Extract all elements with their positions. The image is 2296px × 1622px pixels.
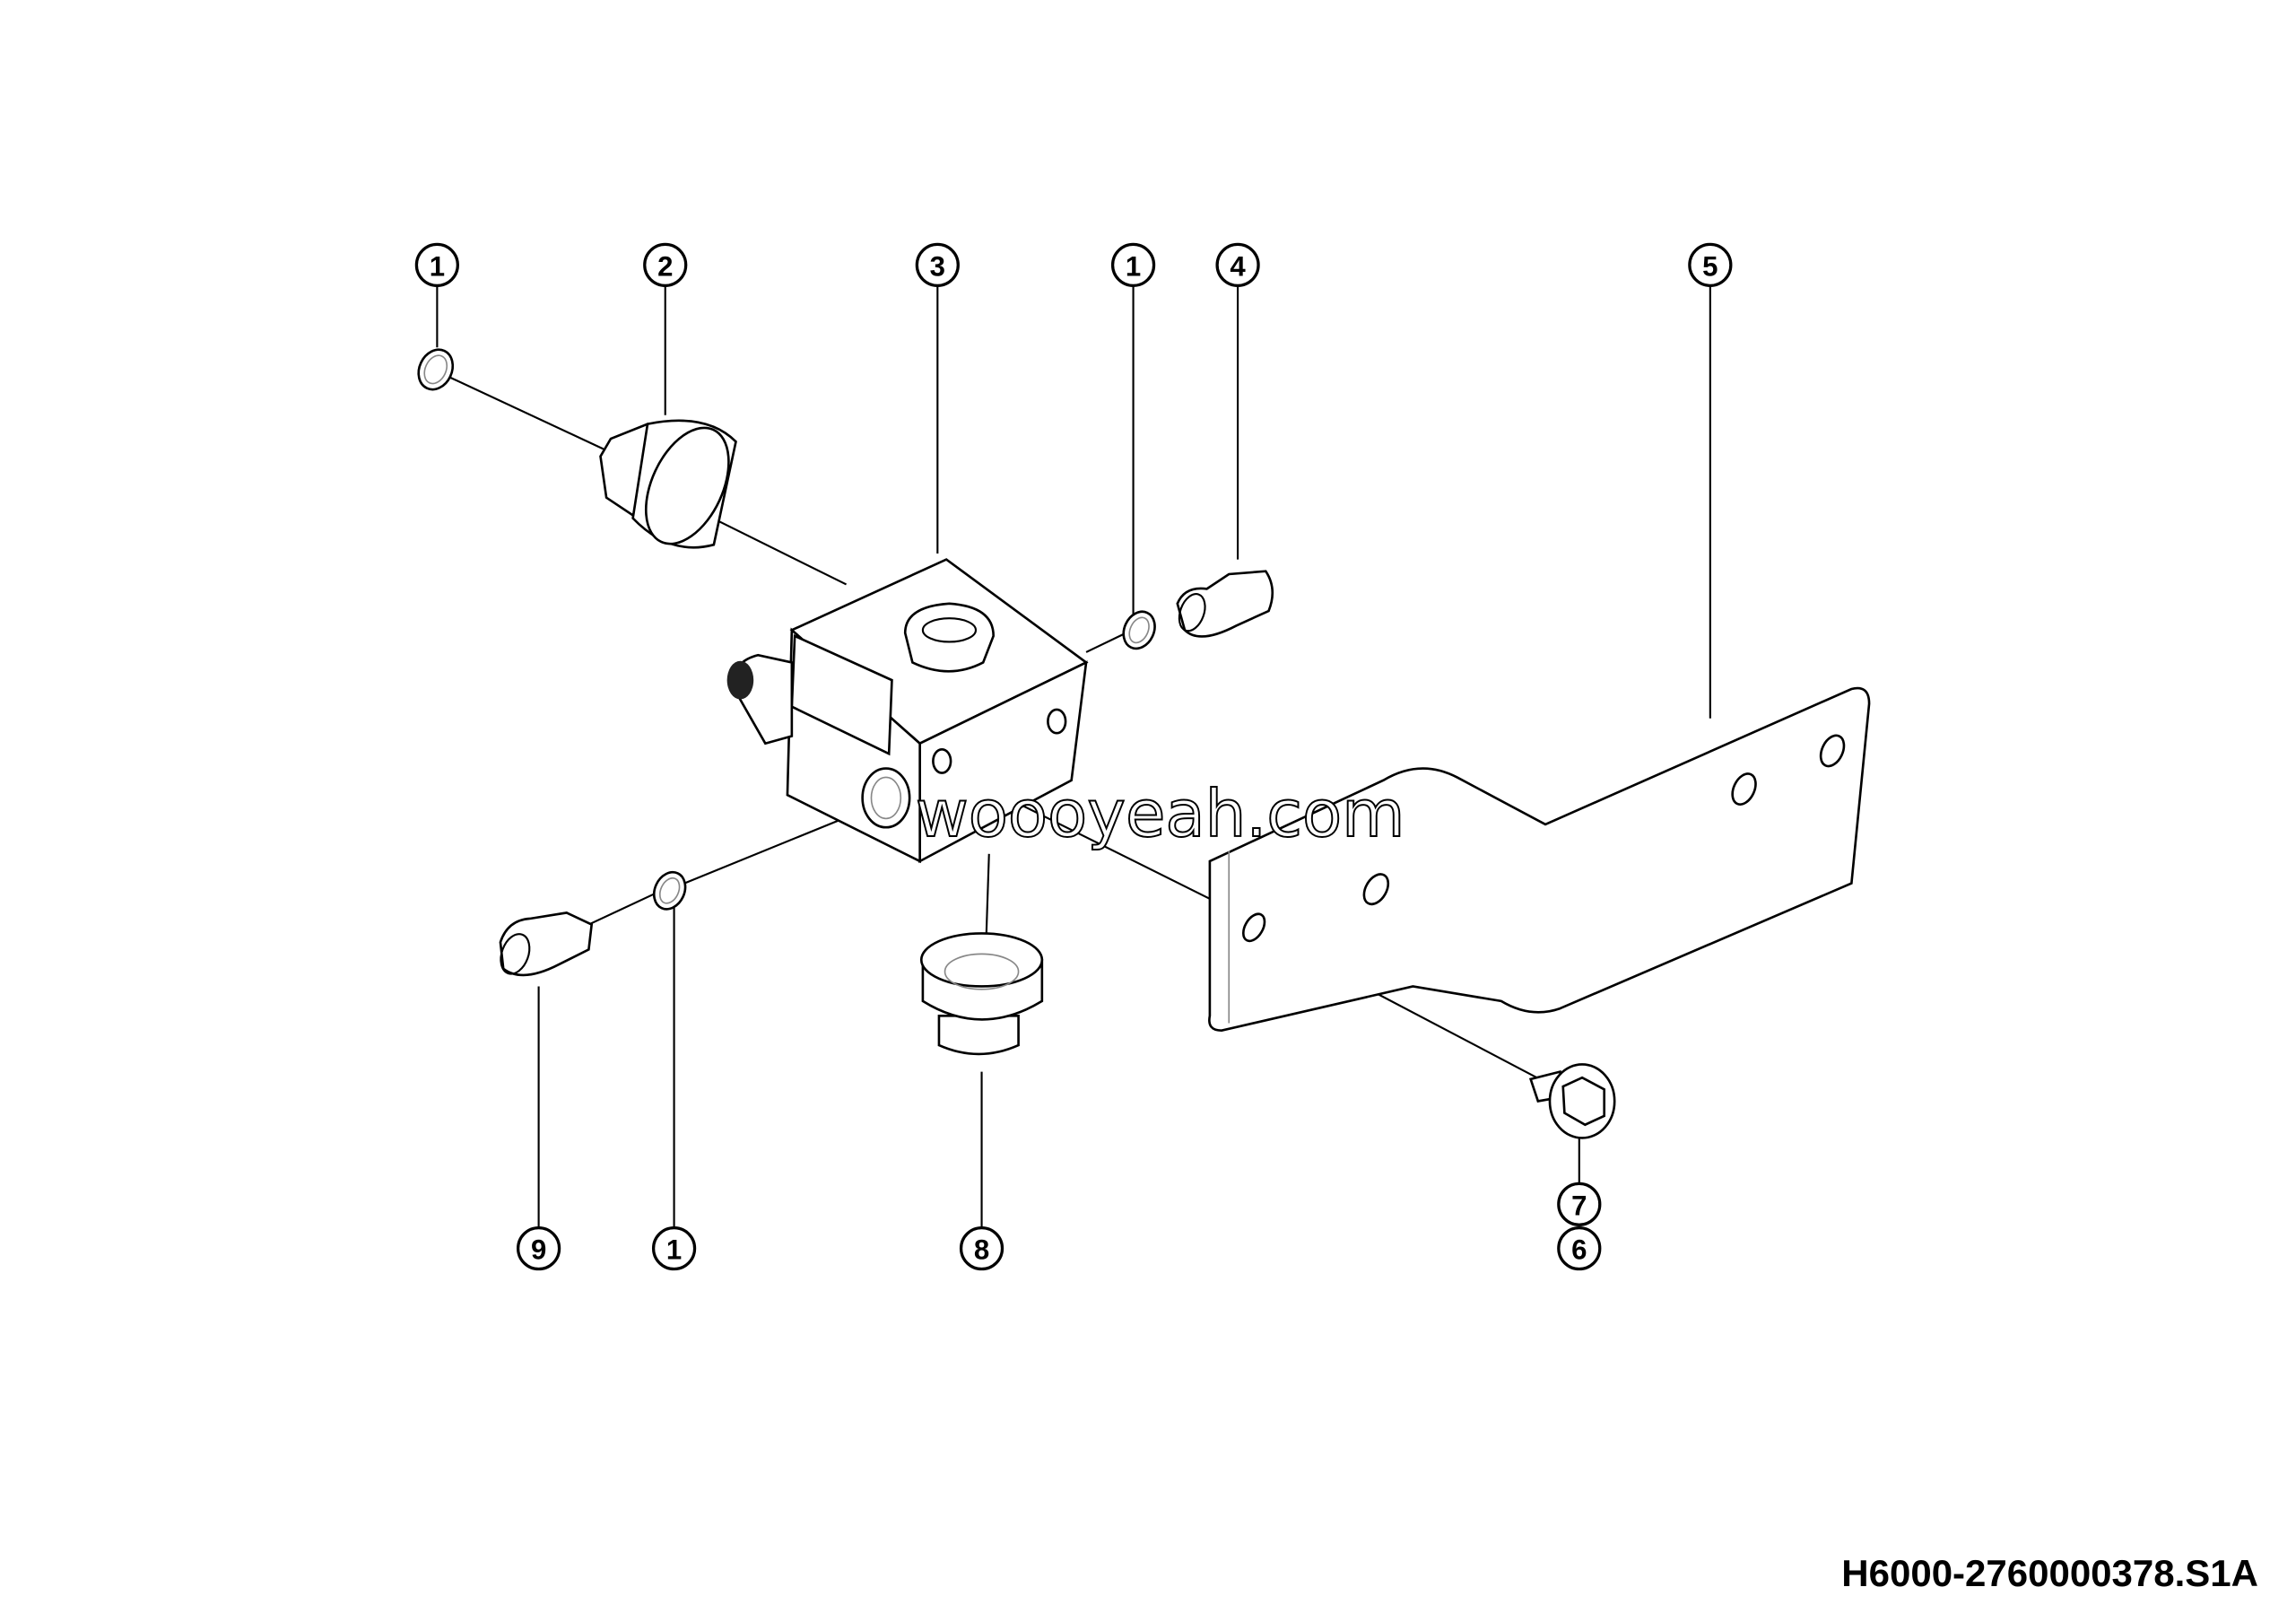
plug-cap-2 xyxy=(599,419,737,549)
svg-text:1: 1 xyxy=(430,251,445,283)
svg-text:1: 1 xyxy=(1126,251,1141,283)
valve-block-3 xyxy=(726,558,1089,864)
plug-cap-8 xyxy=(919,932,1044,1056)
callout-5: 5 xyxy=(1688,242,1733,287)
callout-1: 1 xyxy=(1110,242,1156,287)
svg-text:4: 4 xyxy=(1230,251,1246,283)
svg-text:8: 8 xyxy=(974,1234,989,1266)
o-ring-1c xyxy=(652,870,687,911)
callout-6: 6 xyxy=(1557,1225,1602,1271)
o-ring-1b xyxy=(1122,610,1156,650)
callout-1: 1 xyxy=(414,242,459,287)
callout-7: 7 xyxy=(1557,1182,1602,1226)
callout-2: 2 xyxy=(643,242,688,287)
svg-text:1: 1 xyxy=(666,1234,682,1266)
bolt-6-washer-7 xyxy=(1528,1063,1616,1139)
svg-text:5: 5 xyxy=(1702,251,1718,283)
callout-3: 3 xyxy=(915,242,960,287)
svg-text:9: 9 xyxy=(531,1234,546,1266)
svg-text:3: 3 xyxy=(930,251,945,283)
svg-text:7: 7 xyxy=(1571,1190,1587,1221)
fitting-9 xyxy=(499,911,594,977)
callout-1: 1 xyxy=(651,1225,697,1271)
watermark: woooyeah.com xyxy=(916,777,1405,852)
callout-8: 8 xyxy=(959,1225,1004,1271)
callout-4: 4 xyxy=(1215,242,1260,287)
svg-text:2: 2 xyxy=(657,251,673,283)
fitting-4 xyxy=(1176,570,1274,638)
svg-text:6: 6 xyxy=(1571,1234,1587,1266)
mounting-bracket-5 xyxy=(1208,686,1871,1033)
drawing-number: H6000-2760000378.S1A xyxy=(1841,1552,2258,1594)
o-ring-1a xyxy=(417,348,455,391)
callout-9: 9 xyxy=(516,1225,561,1271)
